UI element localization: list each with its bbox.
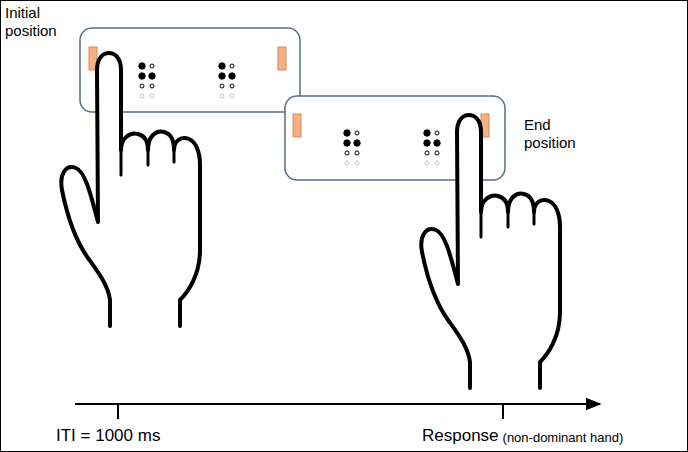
braille-dot (435, 151, 439, 155)
braille-dot (150, 94, 154, 98)
braille-dot (140, 94, 144, 98)
braille-dot (424, 140, 430, 146)
timeline-label: Response (422, 426, 499, 446)
braille-dot (219, 73, 225, 79)
braille-dot (230, 94, 234, 98)
time-tick (117, 404, 119, 419)
braille-dot (219, 63, 225, 69)
braille-dot (150, 84, 154, 88)
braille-dot (435, 161, 439, 165)
timeline-label: ITI = 1000 ms (56, 426, 160, 446)
time-tick (502, 404, 504, 419)
hand-initial (61, 53, 200, 326)
braille-dot (355, 151, 359, 155)
braille-dot (149, 73, 155, 79)
braille-dot (220, 94, 224, 98)
braille-dot (140, 84, 144, 88)
braille-dot (425, 161, 429, 165)
braille-dot (425, 151, 429, 155)
time-axis (75, 403, 600, 405)
braille-dot (355, 161, 359, 165)
timeline-label: (non-dominant hand) (503, 430, 624, 446)
braille-dot (355, 131, 359, 135)
braille-dot (230, 64, 234, 68)
braille-dot (150, 64, 154, 68)
braille-dot (345, 151, 349, 155)
position-label: End position (524, 116, 586, 152)
braille-dot (139, 63, 145, 69)
braille-dot (435, 131, 439, 135)
braille-dot (220, 84, 224, 88)
hand-end (421, 115, 560, 388)
braille-dot (230, 84, 234, 88)
braille-dot (434, 140, 440, 146)
braille-dot (229, 73, 235, 79)
braille-dot (344, 140, 350, 146)
braille-dot (345, 161, 349, 165)
position-label: Initial position (5, 4, 77, 40)
braille-dot (344, 130, 350, 136)
braille-dot (424, 130, 430, 136)
braille-dot (139, 73, 145, 79)
braille-dot (354, 140, 360, 146)
